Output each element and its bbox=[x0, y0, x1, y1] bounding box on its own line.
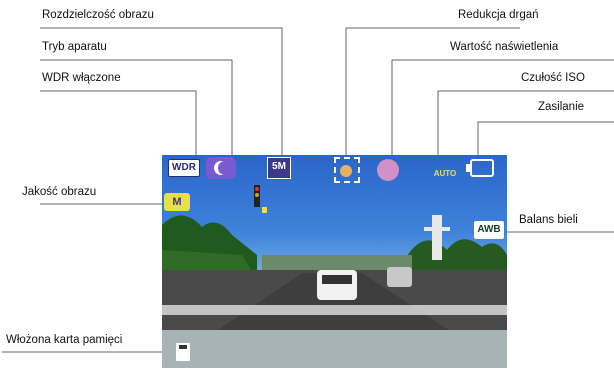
label-memory-card: Włożona karta pamięci bbox=[6, 334, 123, 346]
iso-icon: AUTO bbox=[433, 169, 457, 178]
street-scene bbox=[162, 185, 507, 368]
label-stabilization: Redukcja drgań bbox=[458, 9, 539, 21]
label-exposure: Wartość naświetlenia bbox=[450, 41, 559, 53]
camera-mode-icon bbox=[206, 157, 236, 179]
label-iso: Czułość ISO bbox=[521, 72, 585, 84]
power-icon bbox=[466, 159, 494, 177]
stabilization-icon bbox=[334, 157, 360, 183]
label-wdr: WDR włączone bbox=[42, 72, 121, 84]
label-image-quality: Jakość obrazu bbox=[22, 186, 97, 198]
label-white-balance: Balans bieli bbox=[519, 214, 578, 226]
quality-icon: M bbox=[164, 193, 190, 211]
exposure-icon bbox=[377, 159, 399, 181]
camera-preview: WDR 5M AUTO M AWB bbox=[162, 155, 507, 368]
label-resolution: Rozdzielczość obrazu bbox=[42, 9, 154, 21]
wdr-icon: WDR bbox=[168, 159, 200, 177]
label-power: Zasilanie bbox=[538, 101, 585, 113]
resolution-icon: 5M bbox=[267, 157, 291, 179]
white-balance-icon: AWB bbox=[474, 221, 504, 239]
memory-card-icon bbox=[176, 343, 190, 361]
label-camera-mode: Tryb aparatu bbox=[42, 41, 107, 53]
